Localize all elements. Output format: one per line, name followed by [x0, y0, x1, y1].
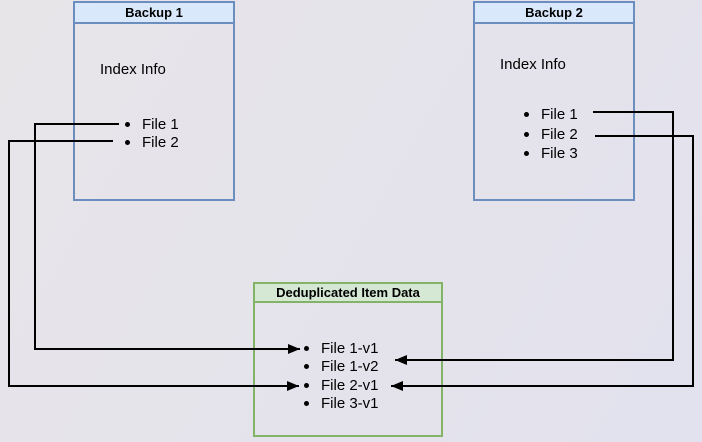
- bullet-icon: [125, 122, 130, 128]
- bullet-icon: [304, 345, 309, 351]
- file-label: File 2: [541, 125, 578, 143]
- list-item: File 2-v1: [304, 376, 379, 395]
- file-label: File 3: [541, 145, 578, 163]
- backup2-box: Backup 2: [473, 1, 635, 201]
- file-label: File 3-v1: [321, 395, 379, 413]
- list-item: File 1-v2: [304, 358, 379, 377]
- list-item: File 3-v1: [304, 395, 379, 414]
- list-item: File 1: [125, 116, 179, 134]
- list-item: File 2: [524, 125, 578, 145]
- backup1-title: Backup 1: [75, 3, 233, 24]
- file-label: File 1-v1: [321, 339, 379, 357]
- file-label: File 2: [142, 133, 179, 151]
- bullet-icon: [125, 139, 130, 145]
- bullet-icon: [524, 112, 529, 118]
- backup2-index-info-label: Index Info: [500, 56, 566, 73]
- backup2-file-list: File 1 File 2 File 3: [524, 105, 578, 164]
- dedup-item-list: File 1-v1 File 1-v2 File 2-v1 File 3-v1: [304, 339, 379, 413]
- bullet-icon: [304, 401, 309, 407]
- bullet-icon: [304, 364, 309, 370]
- list-item: File 1-v1: [304, 339, 379, 358]
- file-label: File 1: [142, 116, 179, 134]
- bullet-icon: [304, 382, 309, 388]
- backup1-index-info-label: Index Info: [100, 61, 166, 78]
- list-item: File 2: [125, 134, 179, 152]
- dedup-title: Deduplicated Item Data: [255, 284, 441, 303]
- backup1-box: Backup 1: [73, 1, 235, 201]
- file-label: File 1-v2: [321, 358, 379, 376]
- bullet-icon: [524, 131, 529, 137]
- bullet-icon: [524, 151, 529, 157]
- file-label: File 2-v1: [321, 376, 379, 394]
- backup2-title: Backup 2: [475, 3, 633, 24]
- file-label: File 1: [541, 106, 578, 124]
- list-item: File 1: [524, 105, 578, 125]
- list-item: File 3: [524, 144, 578, 164]
- backup1-file-list: File 1 File 2: [125, 116, 179, 151]
